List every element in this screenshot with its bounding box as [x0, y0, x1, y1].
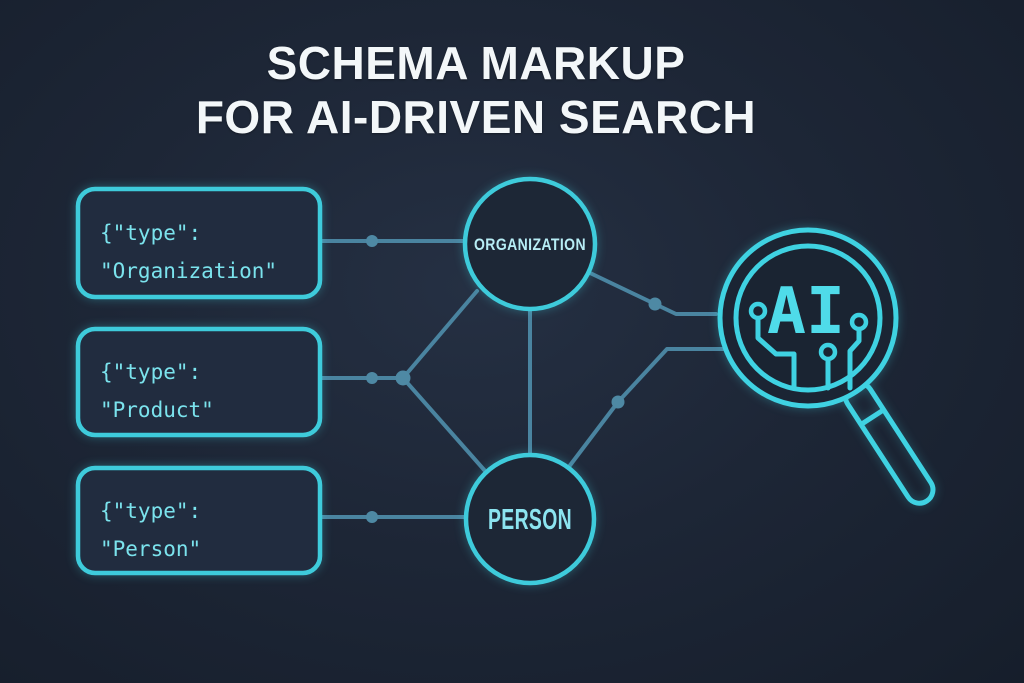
ai-label: AI: [767, 275, 845, 349]
code-line: {"type":: [100, 360, 201, 384]
magnifier-handle-crossbar: [859, 407, 886, 427]
connector-junction-to-organization-node: [401, 289, 479, 380]
circuit-trace-right: [847, 326, 862, 391]
connector-dot: [366, 235, 378, 247]
circuit-node-icon: [748, 301, 768, 321]
page-title: SCHEMA MARKUP FOR AI-DRIVEN SEARCH: [0, 36, 952, 144]
node-label: PERSON: [488, 504, 572, 536]
schema-box-frame: [75, 186, 323, 300]
circuit-node-icon: [818, 342, 838, 362]
schema-box-organization: {"type": "Organization": [75, 186, 323, 300]
circuit-traces: [748, 301, 869, 391]
connector-dot: [366, 511, 378, 523]
title-line-2: FOR AI-DRIVEN SEARCH: [195, 91, 757, 143]
magnifier-handle-outline: [842, 380, 936, 506]
node-label: ORGANIZATION: [474, 235, 586, 254]
code-line: {"type":: [100, 221, 201, 245]
connector-lines: [318, 239, 725, 519]
connector-dots: [366, 235, 662, 523]
schema-box-product: {"type": "Product": [75, 326, 323, 438]
lens-inner-ring: [733, 243, 883, 393]
node-organization: ORGANIZATION: [462, 176, 598, 312]
schema-box-person: {"type": "Person": [75, 465, 323, 576]
node-person: PERSON: [463, 452, 597, 586]
magnifying-glass-ai-circuit-icon: AI: [717, 227, 936, 506]
connector-organization-node-to-magnifier: [586, 270, 718, 316]
circuit-trace-left: [755, 315, 797, 391]
code-line: "Product": [100, 398, 214, 422]
connector-person-node-to-magnifier: [566, 347, 725, 470]
code-line: {"type":: [100, 499, 201, 523]
code-line: "Organization": [100, 259, 277, 283]
connector-dot: [648, 297, 662, 311]
title-line-1: SCHEMA MARKUP: [266, 37, 686, 89]
node-circle: [462, 176, 598, 312]
code-line: "Person": [100, 537, 201, 561]
node-circle: [463, 452, 597, 586]
circuit-node-icon: [849, 312, 869, 332]
connector-junction-dot: [395, 370, 411, 386]
connector-junction-to-person-node: [401, 376, 488, 474]
connector-dot: [611, 395, 625, 409]
schema-box-frame: [75, 465, 323, 576]
magnifier-handle: [842, 380, 936, 506]
schema-box-frame: [75, 326, 323, 438]
connector-dot: [366, 372, 378, 384]
